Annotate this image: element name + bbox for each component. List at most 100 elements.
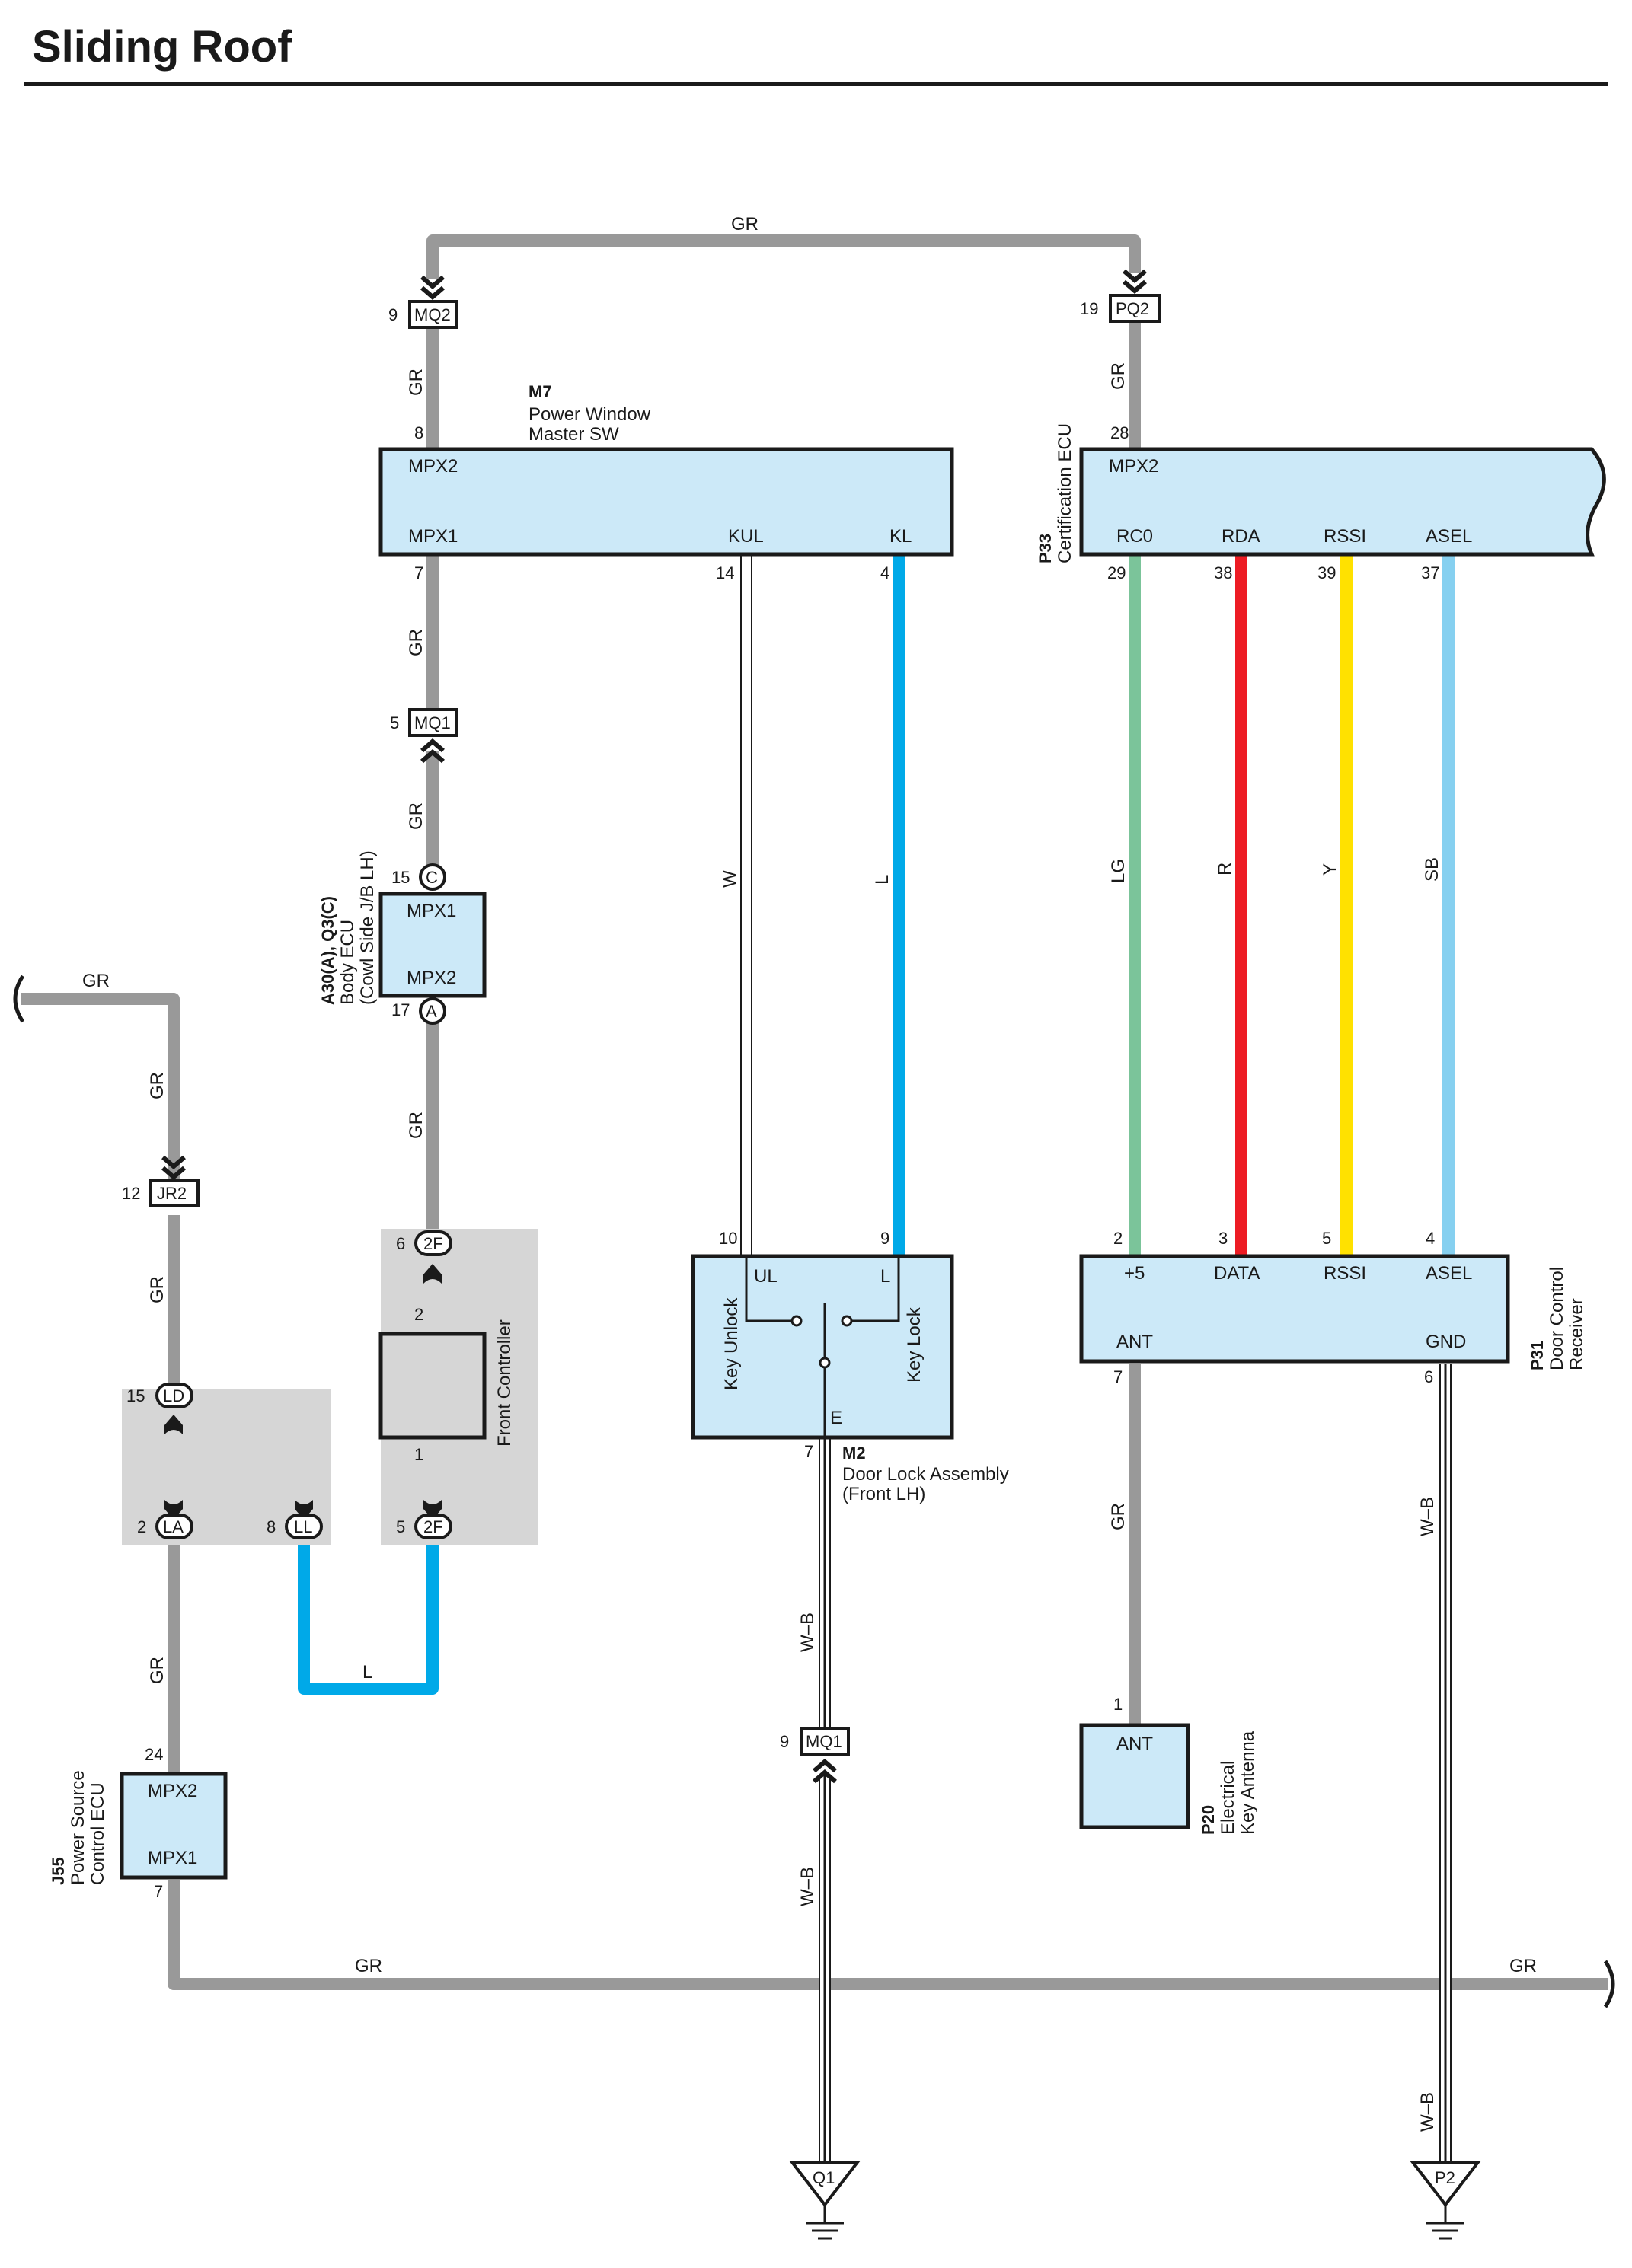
connector-ld	[155, 1383, 193, 1408]
connector-2f-bottom-pin: 5	[396, 1517, 405, 1536]
m2-key-unlock: Key Unlock	[721, 1297, 742, 1390]
p31-code: P31	[1528, 1341, 1547, 1370]
connector-mq1-top-pin: 5	[390, 713, 399, 732]
m7-pin-kl: 4	[880, 563, 889, 582]
p31-desc-2: Receiver	[1567, 1298, 1587, 1370]
wire-gr-bottom	[168, 1880, 1608, 1990]
p20-desc-1: Electrical	[1218, 1761, 1238, 1835]
m7-terminal-kl: KL	[889, 526, 912, 547]
wire-label-gr-left-top: GR	[82, 971, 110, 991]
wire-label-w: W	[720, 870, 740, 888]
p33-pin-mpx2: 28	[1110, 423, 1129, 442]
connector-ll-pin: 8	[267, 1517, 276, 1536]
wire-label-gr-3: GR	[406, 629, 426, 656]
body-ecu-pin-15: 15	[391, 868, 410, 887]
connector-2f-top	[414, 1230, 452, 1256]
p33-pin-rssi: 39	[1317, 563, 1336, 582]
m7-pin-mpx1: 7	[414, 563, 423, 582]
m7-desc-2: Master SW	[529, 424, 619, 445]
connector-pq2	[1109, 294, 1161, 323]
front-controller-pin-1: 1	[414, 1445, 423, 1464]
component-m2	[691, 1254, 954, 1440]
component-body-ecu	[378, 892, 487, 998]
p33-pin-asel: 37	[1421, 563, 1439, 582]
connector-mq2	[408, 300, 458, 329]
p31-terminal-plus5: +5	[1124, 1263, 1145, 1284]
body-ecu-code: A30(A), Q3(C)	[318, 896, 337, 1005]
p31-pin-2: 2	[1113, 1229, 1123, 1248]
p31-pin-6: 6	[1424, 1367, 1433, 1386]
wire-label-gr-top: GR	[731, 214, 759, 234]
m7-pin-kul: 14	[716, 563, 734, 582]
wire-label-l-bottom: L	[362, 1662, 372, 1683]
m2-terminal-l: L	[880, 1266, 890, 1287]
connector-la-pin: 2	[137, 1517, 146, 1536]
connector-2f-bottom-label: 2F	[423, 1517, 443, 1536]
connector-ll	[285, 1514, 323, 1539]
body-ecu-terminal-mpx2: MPX2	[407, 968, 456, 988]
p33-terminal-asel: ASEL	[1426, 526, 1472, 547]
wire-label-gr-8: GR	[147, 1657, 168, 1684]
wire-label-wb-3: W–B	[1417, 1497, 1438, 1536]
m2-terminal-ul: UL	[754, 1266, 778, 1287]
p33-code: P33	[1036, 534, 1055, 563]
component-front-controller	[378, 1332, 487, 1440]
component-j55	[120, 1772, 228, 1880]
wire-label-wb-4: W–B	[1417, 2092, 1438, 2132]
p20-code: P20	[1199, 1805, 1218, 1835]
title-rule	[24, 82, 1608, 86]
connector-mq1-top	[408, 708, 458, 737]
wire-label-l: L	[872, 875, 893, 885]
p31-terminal-ant: ANT	[1116, 1332, 1153, 1352]
page-title: Sliding Roof	[32, 22, 292, 72]
wire-label-wb-1: W–B	[797, 1612, 818, 1652]
m2-key-lock: Key Lock	[904, 1306, 925, 1383]
j55-desc-2: Control ECU	[88, 1782, 108, 1885]
m2-pin-7: 7	[804, 1442, 813, 1461]
m7-code: M7	[529, 382, 552, 401]
wire-gr-top-loop	[426, 234, 1141, 279]
body-ecu-connector-a	[419, 997, 446, 1025]
m2-terminal-e: E	[830, 1408, 842, 1428]
p33-terminal-rda: RDA	[1222, 526, 1260, 547]
m2-code: M2	[842, 1443, 866, 1463]
connector-mq2-label: MQ2	[414, 305, 451, 324]
component-m7	[378, 447, 954, 557]
ground-q1-label: Q1	[813, 2168, 835, 2187]
j55-desc-1: Power Source	[68, 1770, 88, 1885]
p33-desc-1: Certification ECU	[1055, 423, 1075, 563]
j55-code: J55	[49, 1857, 68, 1885]
wire-label-gr-7: GR	[147, 1276, 168, 1303]
m7-pin-mpx2: 8	[414, 423, 423, 442]
p33-pin-rc0: 29	[1107, 563, 1126, 582]
wires	[21, 234, 1608, 2179]
m7-desc-1: Power Window	[529, 404, 651, 425]
wire-label-gr-6: GR	[147, 1072, 168, 1099]
break-symbol-left	[13, 975, 25, 1023]
connector-la-label: LA	[163, 1517, 184, 1536]
ground-p2-label: P2	[1435, 2168, 1455, 2187]
p31-terminal-gnd: GND	[1426, 1332, 1466, 1352]
wire-label-gr-9: GR	[1108, 1503, 1129, 1530]
connector-2f-bottom	[414, 1514, 452, 1539]
wire-label-gr-4: GR	[406, 802, 426, 830]
body-ecu-connector-c	[419, 863, 446, 891]
ground-q1: Q1	[788, 2161, 861, 2240]
body-ecu-desc-1: Body ECU	[337, 920, 358, 1005]
wire-label-gr-bottom-right: GR	[1509, 1956, 1537, 1976]
break-symbol-right	[1603, 1960, 1615, 2008]
m2-pin-9: 9	[880, 1229, 889, 1248]
p33-pin-rda: 38	[1214, 563, 1232, 582]
p20-desc-2: Key Antenna	[1238, 1731, 1258, 1835]
p31-terminal-asel: ASEL	[1426, 1263, 1472, 1284]
connector-2f-top-pin: 6	[396, 1234, 405, 1253]
connector-pq2-pin: 19	[1080, 299, 1098, 318]
p20-pin-1: 1	[1113, 1695, 1123, 1714]
component-p20	[1079, 1723, 1190, 1829]
connector-mq2-pin: 9	[388, 305, 398, 324]
m2-desc-1: Door Lock Assembly	[842, 1464, 1009, 1485]
component-p33	[1079, 447, 1606, 557]
wire-label-sb: SB	[1422, 857, 1442, 882]
connector-la	[155, 1514, 193, 1539]
